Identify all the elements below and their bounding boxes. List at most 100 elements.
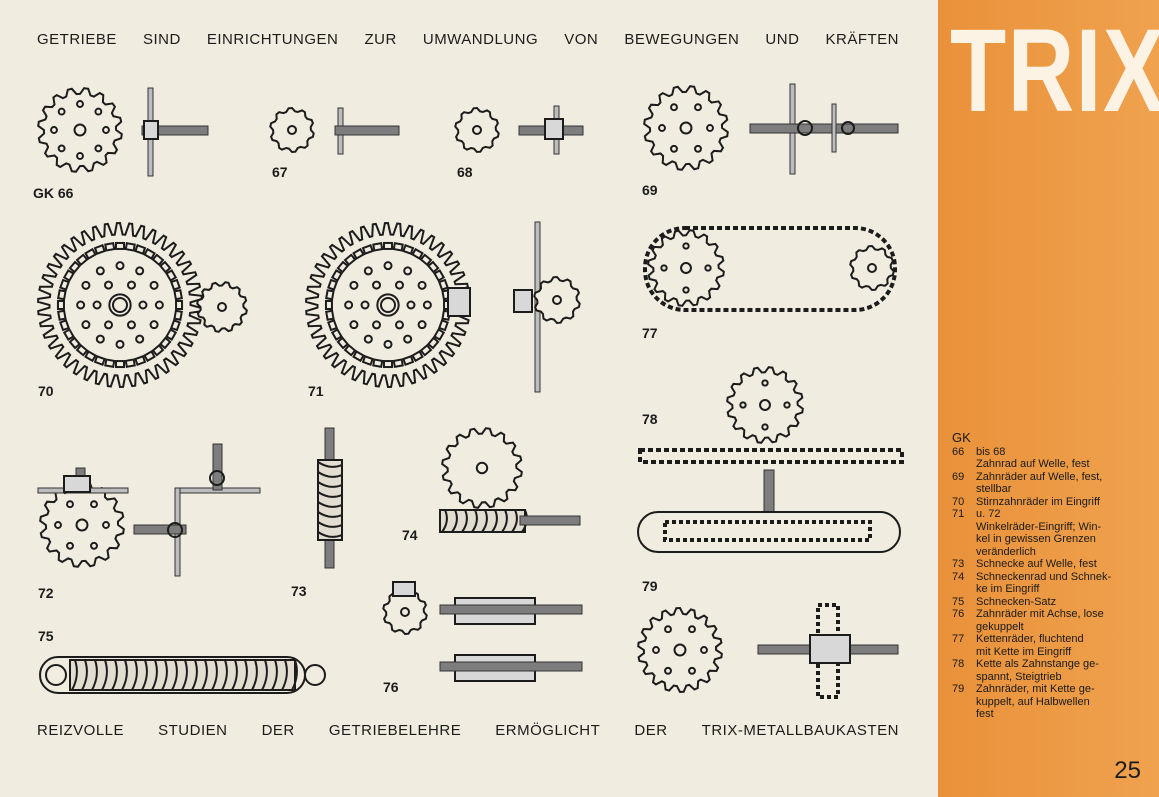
worm-thread: [191, 659, 198, 691]
gear-slot: [56, 300, 65, 310]
gear-hole: [700, 646, 708, 654]
gear-slot: [57, 289, 67, 301]
gear-slot: [151, 253, 165, 267]
gear-slot: [134, 355, 147, 366]
worm-thread: [501, 509, 508, 533]
gear-hole: [135, 334, 145, 344]
collar: [809, 634, 851, 664]
legend-entry-text: veränderlich: [976, 545, 1036, 558]
screw: [209, 470, 225, 486]
chain: [643, 226, 897, 312]
gear-hole: [135, 266, 145, 276]
gear-hub: [73, 123, 87, 137]
gear-hole: [149, 320, 159, 330]
headline-word: UMWANDLUNG: [422, 31, 539, 48]
gear-slot: [419, 343, 433, 357]
worm-thread: [271, 659, 278, 691]
gear-hole: [90, 541, 98, 550]
gear-hole: [81, 320, 91, 330]
gear-slot: [134, 244, 147, 255]
shaft: [212, 443, 223, 491]
screw: [167, 522, 183, 538]
gear-icon: [269, 106, 315, 154]
gear-slot: [361, 244, 374, 255]
gear-slot: [115, 360, 125, 369]
gear-hole: [126, 320, 136, 330]
figure-label-78: 78: [642, 411, 658, 427]
legend-entry-text: gekuppelt: [976, 620, 1024, 633]
gear-slot: [165, 328, 178, 341]
gear-hole: [360, 300, 370, 310]
gear-icon: [441, 427, 523, 509]
worm-thread: [261, 659, 268, 691]
gear-slot: [75, 253, 89, 267]
gear-hole: [394, 280, 404, 290]
gear-slot: [325, 289, 335, 301]
legend-entry-text: fest: [976, 708, 994, 720]
worm-body: [317, 459, 343, 541]
gear-icon: [39, 482, 125, 568]
gear-hole: [54, 521, 62, 529]
gear-slot: [57, 309, 67, 321]
worm-thread: [141, 659, 148, 691]
gear-hole: [658, 124, 666, 132]
plate: [831, 103, 837, 153]
shaft: [133, 524, 187, 535]
gear-hole: [417, 320, 427, 330]
worm-body: [439, 509, 526, 533]
gear-hub: [472, 125, 482, 135]
figure-label-72: 72: [38, 585, 54, 601]
gear-hole: [664, 666, 672, 675]
legend-entry-number: [952, 671, 976, 684]
gear-slot: [104, 358, 116, 368]
collar: [447, 287, 471, 317]
legend-entry-number: 75: [952, 595, 965, 608]
gear-hole: [92, 300, 102, 310]
legend-entry-text: spannt, Steigtrieb: [976, 670, 1062, 683]
gear-slot: [383, 241, 393, 250]
gear-hub: [400, 607, 410, 617]
gear-hole: [739, 401, 747, 409]
gear-hole: [66, 500, 74, 509]
gear-hole: [706, 124, 714, 132]
gear-icon: [196, 281, 248, 333]
legend-entry-text: Zahnräder mit Achse, lose: [976, 608, 1104, 620]
gear-hole: [90, 500, 98, 509]
legend-entry-number: 79: [952, 683, 965, 695]
gear-slot: [68, 260, 82, 274]
gear-slot: [62, 269, 75, 282]
shaft: [749, 123, 899, 134]
gear-hole: [761, 379, 769, 387]
collar: [63, 475, 91, 493]
figure-label-67: 67: [272, 164, 288, 180]
gear-slot: [330, 269, 343, 282]
gear-slot: [419, 253, 433, 267]
page-number: 25: [1114, 757, 1141, 784]
worm-thread: [251, 659, 258, 691]
gear-hole: [76, 152, 84, 160]
legend-entry-text: kuppelt, auf Halbwellen: [976, 695, 1090, 708]
worm-thread: [317, 511, 343, 518]
gear-slot: [336, 336, 350, 350]
footline-word: TRIX-METALLBAUKASTEN: [701, 722, 899, 739]
legend-entry-text: Kette als Zahnstange ge-: [976, 658, 1099, 670]
gear-hole: [422, 300, 432, 310]
gear-hole: [694, 144, 702, 153]
worm-thread: [511, 509, 518, 533]
legend-entry-text: Schnecke auf Welle, fest: [976, 558, 1097, 570]
worm-thread: [221, 659, 228, 691]
legend-entry-text: Zahnräder auf Welle, fest,: [976, 470, 1103, 483]
gear-hole: [94, 107, 103, 116]
gear-hole: [50, 126, 58, 134]
gear-hole: [102, 126, 110, 134]
gear-hole: [149, 280, 159, 290]
collar: [143, 120, 159, 140]
legend-entry: fest: [952, 708, 1152, 721]
